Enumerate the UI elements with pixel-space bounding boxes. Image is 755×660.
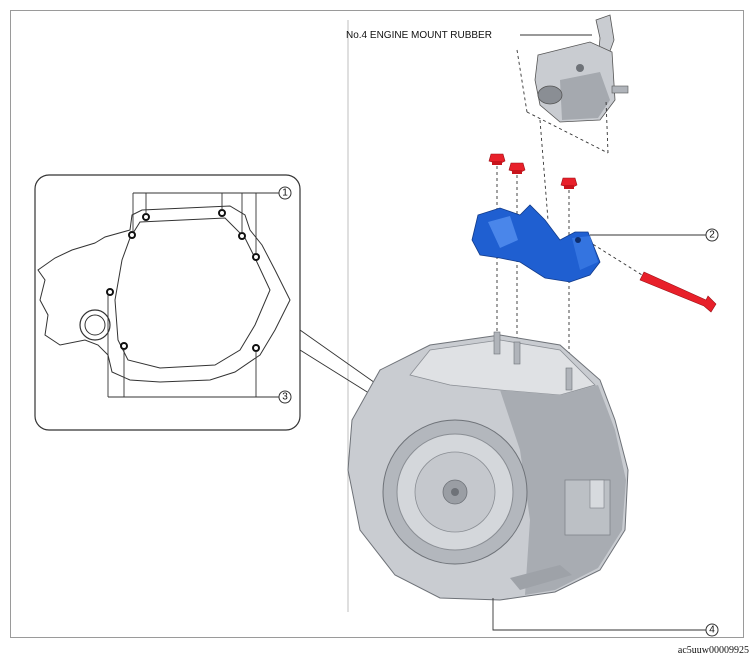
inset-connector-top <box>299 329 379 386</box>
bell-housing-outline <box>37 205 291 383</box>
bolt-marker <box>128 231 136 239</box>
mount-nuts <box>488 153 717 313</box>
leader-lines-1 <box>132 192 280 254</box>
callout-1-number: 1 <box>282 188 288 199</box>
bolt-marker <box>142 213 150 221</box>
stud <box>493 331 501 355</box>
callout-2-number: 2 <box>709 230 715 241</box>
inset-detail: 1 3 <box>34 174 301 431</box>
bell-housing-inner <box>114 217 271 369</box>
leader-lines-3 <box>107 295 280 398</box>
mount-stud <box>611 85 629 94</box>
stud <box>565 367 573 391</box>
oil-seal-outer <box>79 309 111 341</box>
callout-1-circle <box>278 186 292 200</box>
mount-dashed-guides <box>516 49 609 221</box>
bottom-pipe <box>510 565 572 590</box>
transmission <box>347 331 629 601</box>
engine-mount-label: No.4 ENGINE MOUNT RUBBER <box>346 30 492 41</box>
transmission-side-shade <box>500 385 626 595</box>
bolt-marker <box>106 288 114 296</box>
callout-2-circle <box>705 228 719 242</box>
bolt-marker <box>218 209 226 217</box>
inset-connector-bottom <box>299 349 373 396</box>
mount-body-shade <box>560 72 610 120</box>
callout-4-circle <box>705 623 719 637</box>
transmission-studs <box>493 331 573 391</box>
bracket-hole <box>575 237 581 243</box>
reference-code: ac5uuw00009925 <box>677 645 749 656</box>
callout-4-number: 4 <box>709 625 715 636</box>
bracket-highlight <box>488 216 518 248</box>
bracket-right-lobe <box>572 236 598 270</box>
mount-bracket <box>471 204 601 283</box>
nut-right-washer <box>564 185 574 189</box>
callout-3-circle <box>278 390 292 404</box>
diagram-frame <box>10 10 744 638</box>
callout-3-number: 3 <box>282 392 288 403</box>
engine-mount-rubber <box>534 14 629 123</box>
callout-4-leader <box>492 598 706 631</box>
bolt-marker <box>238 232 246 240</box>
stud <box>513 341 521 365</box>
torque-converter-center <box>451 488 459 496</box>
nut-left-washer <box>492 161 502 165</box>
bolt-marker <box>120 342 128 350</box>
inset-box <box>34 174 301 431</box>
bolt-marker <box>252 253 260 261</box>
nut-middle-washer <box>512 170 522 174</box>
oil-seal-inner <box>84 314 106 336</box>
mount-hole <box>576 64 584 72</box>
mount-bushing <box>537 85 563 105</box>
side-fitting <box>589 479 605 509</box>
bolt-marker <box>252 344 260 352</box>
long-bolt <box>639 271 717 313</box>
